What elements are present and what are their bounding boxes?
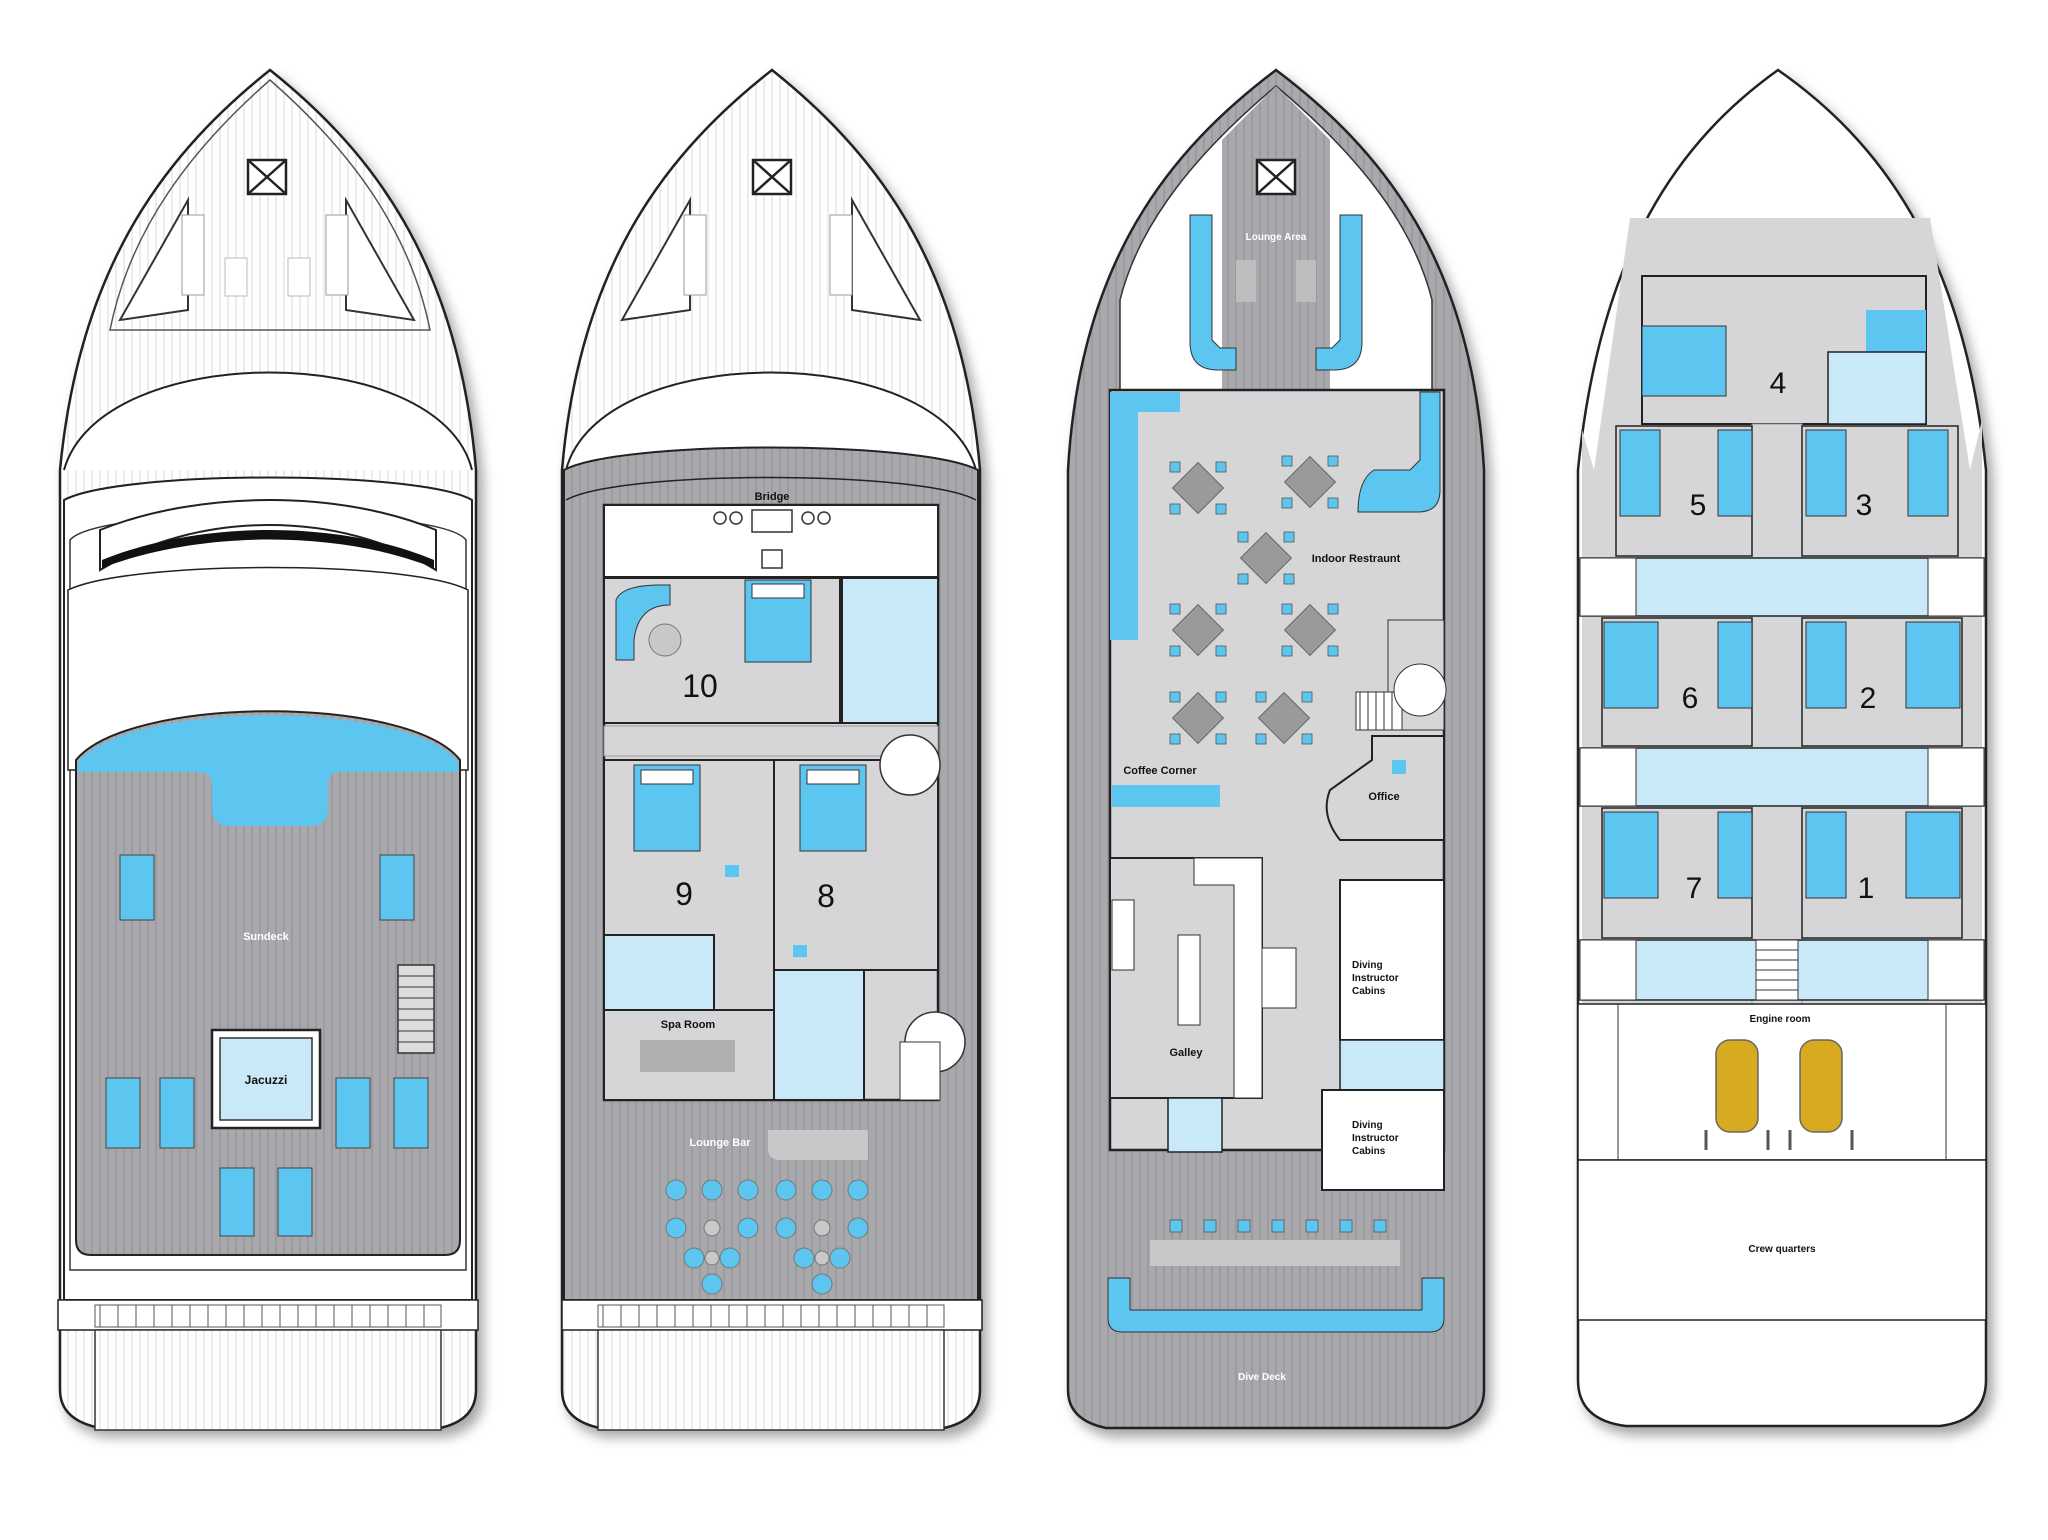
label-diving-cabins-1-line3: Cabins bbox=[1352, 986, 1386, 997]
stairs-icon bbox=[1261, 947, 1297, 1009]
label-coffee-corner: Coffee Corner bbox=[1123, 765, 1197, 777]
label-jacuzzi: Jacuzzi bbox=[245, 1073, 288, 1087]
label-dive-deck: Dive Deck bbox=[1238, 1372, 1286, 1383]
cabin-number: 6 bbox=[1682, 682, 1699, 715]
spiral-stairs-icon bbox=[879, 734, 941, 796]
dining-tables bbox=[1171, 455, 1337, 745]
cabin-number: 5 bbox=[1690, 489, 1707, 522]
room-engine bbox=[1577, 1003, 1987, 1161]
cabin-number: 8 bbox=[817, 878, 835, 914]
bathroom-8 bbox=[773, 969, 865, 1101]
label-lounge-area: Lounge Area bbox=[1246, 232, 1307, 243]
stairs-icon bbox=[397, 964, 435, 1054]
stairs-icon bbox=[1355, 691, 1403, 731]
cabin-number: 9 bbox=[675, 876, 693, 912]
room-diving-instructor-cabins-1 bbox=[1339, 879, 1445, 1041]
label-diving-cabins-1-line2: Instructor bbox=[1352, 973, 1399, 984]
label-sundeck: Sundeck bbox=[243, 931, 290, 943]
cabin-number: 10 bbox=[682, 668, 718, 704]
label-crew-quarters: Crew quarters bbox=[1748, 1244, 1816, 1255]
room-office bbox=[1325, 735, 1445, 841]
label-diving-cabins-2-line3: Cabins bbox=[1352, 1146, 1386, 1157]
engine-icon bbox=[1704, 1039, 1854, 1150]
main-deck: Lounge Area Indoor Restraunt bbox=[1066, 68, 1486, 1430]
cabin-number: 3 bbox=[1856, 489, 1873, 522]
spiral-stairs-icon bbox=[1393, 663, 1447, 717]
lounge-sofa-right bbox=[1315, 214, 1363, 371]
label-spa-room: Spa Room bbox=[661, 1019, 716, 1031]
label-indoor-restaurant: Indoor Restraunt bbox=[1312, 553, 1401, 565]
lower-deck: 4 5 3 6 2 7 1 bbox=[1576, 68, 1988, 1428]
label-diving-cabins-2-line1: Diving bbox=[1352, 1120, 1383, 1131]
bathroom-10 bbox=[841, 577, 939, 724]
lounge-bar-seating bbox=[665, 1179, 869, 1295]
cabin-number: 7 bbox=[1686, 872, 1703, 905]
sun-deck: Sundeck Jacuzzi bbox=[57, 68, 479, 1431]
cabin-number: 4 bbox=[1770, 367, 1787, 400]
label-diving-cabins-1-line1: Diving bbox=[1352, 960, 1383, 971]
room-crew-quarters bbox=[1577, 1159, 1987, 1321]
upper-deck: Bridge 10 9 8 Spa Room Lounge bbox=[560, 68, 983, 1431]
lounge-sofa-left bbox=[1189, 214, 1237, 371]
label-bridge: Bridge bbox=[755, 491, 790, 503]
label-engine-room: Engine room bbox=[1749, 1014, 1810, 1025]
cabin-number: 2 bbox=[1860, 682, 1877, 715]
cabin-number: 1 bbox=[1858, 872, 1875, 905]
bathroom-9 bbox=[603, 934, 715, 1011]
label-galley: Galley bbox=[1169, 1047, 1203, 1059]
label-lounge-bar: Lounge Bar bbox=[689, 1137, 751, 1149]
label-diving-cabins-2-line2: Instructor bbox=[1352, 1133, 1399, 1144]
label-office: Office bbox=[1368, 791, 1399, 803]
dive-deck-bench bbox=[1107, 1277, 1445, 1333]
room-diving-instructor-cabins-2 bbox=[1321, 1089, 1445, 1191]
